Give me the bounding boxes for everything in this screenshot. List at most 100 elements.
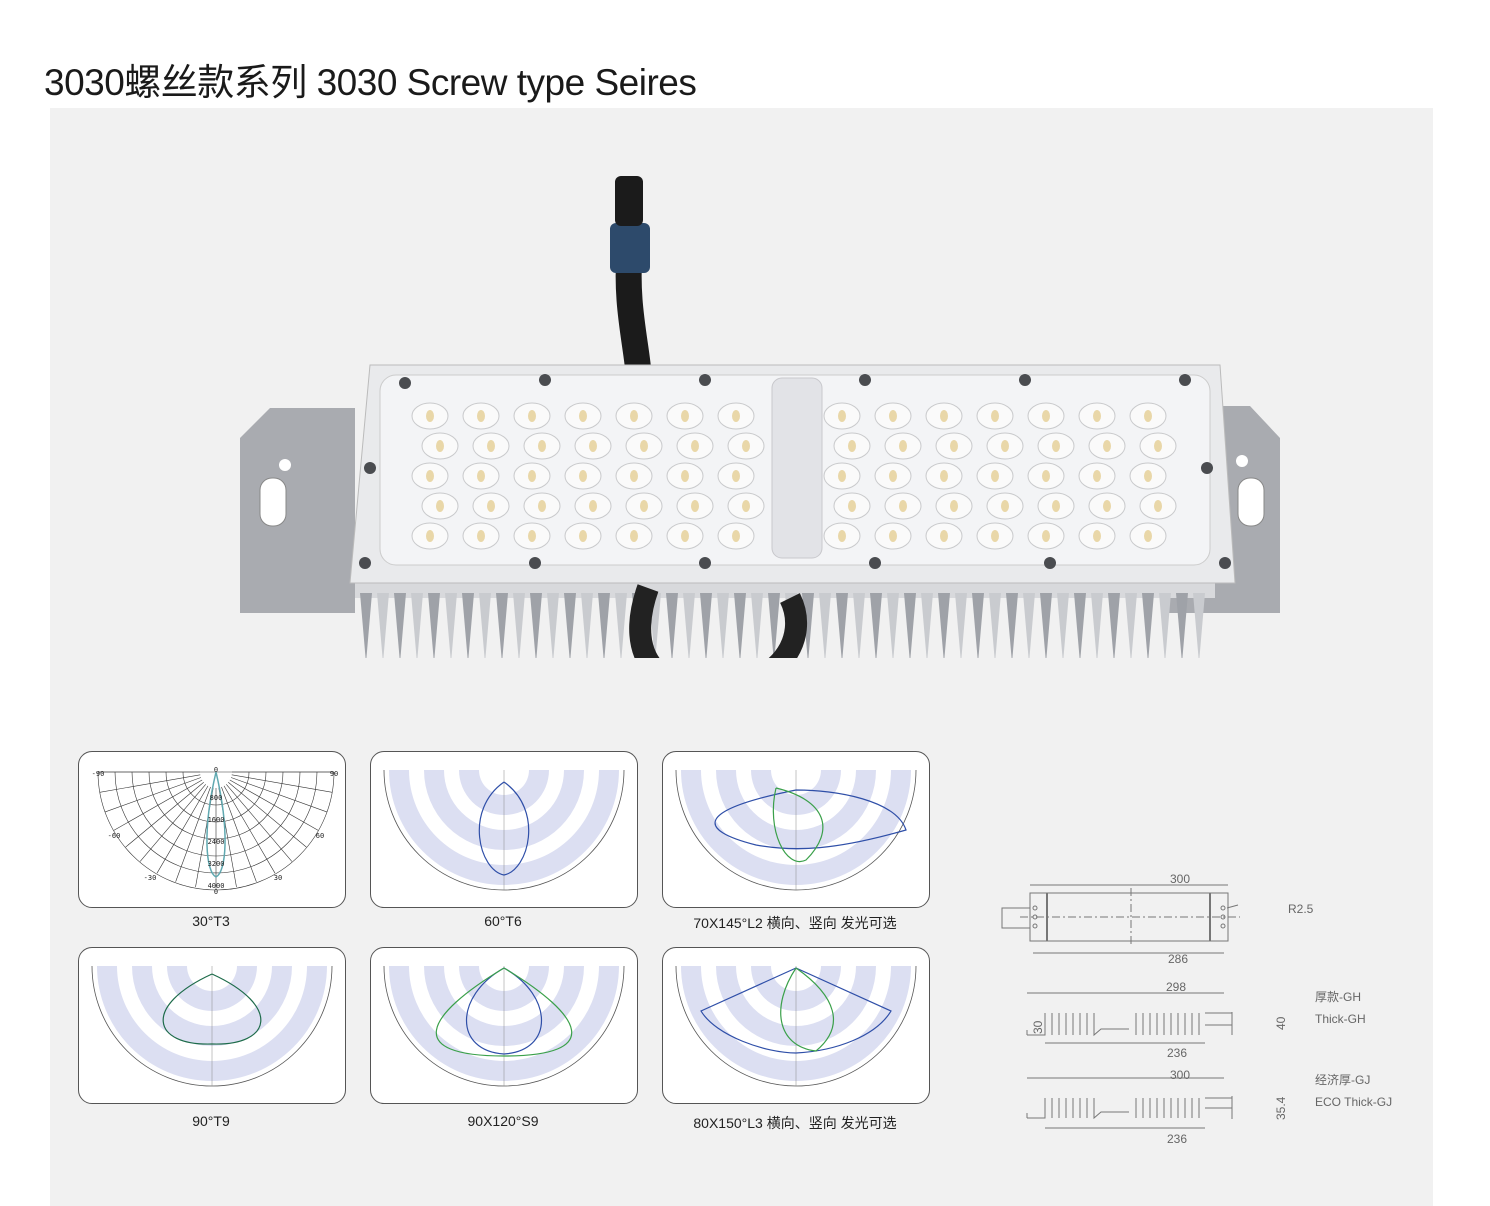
grid-ring: [148, 771, 284, 840]
led-chip: [838, 470, 846, 482]
caption: 30°T3: [192, 913, 230, 929]
angle-label: -30: [144, 874, 157, 882]
led-chip: [1103, 500, 1111, 512]
led-chip: [477, 470, 485, 482]
led-chip: [630, 410, 638, 422]
led-chip: [848, 500, 856, 512]
screw: [1179, 374, 1191, 386]
led-chip: [742, 500, 750, 512]
page-title: 3030螺丝款系列 3030 Screw type Seires: [44, 62, 697, 103]
caption: 90°T9: [192, 1113, 230, 1129]
shade-band: [97, 966, 327, 1081]
screw: [699, 374, 711, 386]
led-chip: [681, 530, 689, 542]
distribution-card-70x145-l2: [662, 751, 930, 908]
led-chip: [589, 440, 597, 452]
led-chip: [487, 440, 495, 452]
led-chip: [538, 440, 546, 452]
led-chip: [1144, 530, 1152, 542]
polar-diagram: [675, 769, 917, 891]
grid-ring: [114, 771, 318, 874]
screw: [529, 557, 541, 569]
led-chip: [950, 440, 958, 452]
polar-diagram: [383, 769, 625, 891]
led-chip: [640, 440, 648, 452]
distribution-card-90x120-s9: [370, 947, 638, 1104]
shade-band: [389, 770, 619, 885]
polar-diagram: [383, 965, 625, 1087]
led-chip: [742, 440, 750, 452]
led-chip: [889, 470, 897, 482]
mount-hole: [279, 459, 291, 471]
dim-gj-length: 300: [1170, 1068, 1190, 1082]
distribution-card-80x150-l3: [662, 947, 930, 1104]
led-chip: [732, 530, 740, 542]
led-chip: [1093, 470, 1101, 482]
led-chip: [732, 470, 740, 482]
led-chip: [1093, 410, 1101, 422]
screw: [869, 557, 881, 569]
led-chip: [630, 470, 638, 482]
led-chip: [899, 440, 907, 452]
intensity-curve: [772, 787, 824, 863]
led-chip: [991, 530, 999, 542]
led-chip: [940, 410, 948, 422]
grid-ring: [97, 771, 335, 891]
led-module-image: [240, 176, 1280, 658]
dim-gj-base: 236: [1167, 1132, 1187, 1146]
angle-label: 0: [214, 766, 218, 774]
center-divider: [771, 377, 823, 559]
led-chip: [889, 530, 897, 542]
led-chip: [940, 470, 948, 482]
led-chip: [1042, 410, 1050, 422]
dim-gh-length: 298: [1166, 980, 1186, 994]
led-chip: [1042, 530, 1050, 542]
caption: 70X145°L2 横向、竖向 发光可选: [693, 915, 897, 931]
dim-gh-base: 236: [1167, 1046, 1187, 1060]
screw: [364, 462, 376, 474]
intensity-curve: [700, 967, 892, 1054]
led-chip: [838, 410, 846, 422]
led-chip: [630, 530, 638, 542]
led-chip: [899, 500, 907, 512]
shade-band: [681, 770, 911, 885]
led-chip: [579, 410, 587, 422]
shade-band: [459, 770, 549, 815]
dimension-drawing: 300 286 30 R2.5 298 236 40 厚款-GH Thick-G…: [1001, 872, 1392, 1146]
led-chip: [426, 410, 434, 422]
intensity-curve: [466, 967, 542, 1055]
led-chip: [732, 410, 740, 422]
intensity-curve: [435, 967, 573, 1057]
caption: 60°T6: [484, 913, 522, 929]
ring-label: 3200: [208, 860, 225, 868]
led-chip: [991, 410, 999, 422]
led-chip: [436, 500, 444, 512]
led-chip: [1093, 530, 1101, 542]
led-chip: [1144, 470, 1152, 482]
screw: [1219, 557, 1231, 569]
grid-ring: [182, 771, 250, 806]
shade-band: [132, 966, 292, 1046]
dim-top-height: 30: [1031, 1020, 1045, 1034]
led-chip: [991, 470, 999, 482]
led-chip: [1052, 440, 1060, 452]
dim-top-length: 300: [1170, 872, 1190, 886]
led-chip: [681, 410, 689, 422]
led-chip: [940, 530, 948, 542]
mounting-plate-left: [240, 408, 355, 613]
gh-label-cn: 厚款-GH: [1315, 990, 1361, 1004]
dim-gh-height: 40: [1274, 1016, 1288, 1030]
intensity-curve: [162, 973, 262, 1045]
mount-slot: [1237, 477, 1265, 527]
ring-label: 800: [210, 794, 223, 802]
caption: 80X150°L3 横向、竖向 发光可选: [693, 1115, 897, 1131]
cable-bottom: [629, 584, 808, 658]
screw: [859, 374, 871, 386]
mount-slot: [259, 477, 287, 527]
screw: [699, 557, 711, 569]
dim-gj-height: 35.4: [1274, 1096, 1288, 1120]
screw: [359, 557, 371, 569]
led-chip: [1154, 440, 1162, 452]
